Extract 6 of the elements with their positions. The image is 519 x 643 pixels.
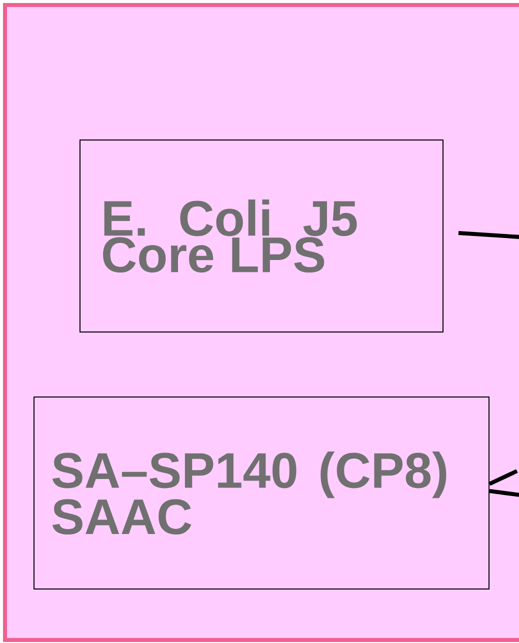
connector-line xyxy=(458,231,519,239)
connector-line xyxy=(488,469,518,486)
connector-line xyxy=(489,489,519,497)
label-box: SA–SP140 (CP8) SAAC xyxy=(34,396,490,590)
label-box: E. Coli J5 Core LPS xyxy=(80,140,444,332)
panel-background xyxy=(3,3,519,642)
